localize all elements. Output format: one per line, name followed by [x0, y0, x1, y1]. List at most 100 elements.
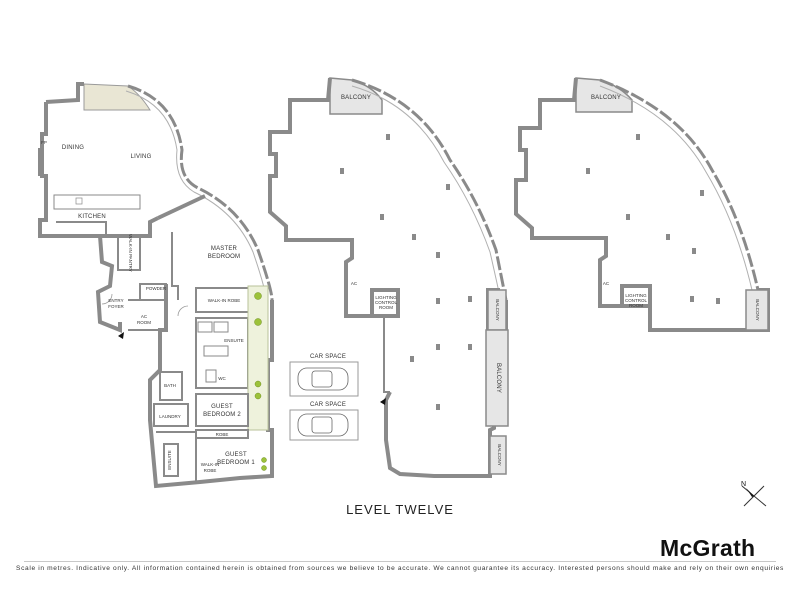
room-label-entry-foyer: FOYER — [108, 304, 124, 309]
room-label-master-bedroom: MASTER — [211, 246, 238, 252]
shell-curved-facade-inner — [599, 85, 753, 291]
structural-column — [468, 296, 472, 302]
label-lighting-control: LIGHTING — [375, 295, 397, 300]
structural-column — [436, 344, 440, 350]
room-label-robe: ROBE — [216, 432, 229, 437]
planter-icon — [254, 318, 262, 326]
planter-icon — [254, 292, 262, 300]
entry-arrow-icon — [118, 332, 124, 339]
laundry-outline — [153, 403, 189, 427]
room-label-guest-bedroom-2: GUEST — [211, 404, 233, 410]
north-compass-icon: N — [741, 481, 767, 507]
disclaimer-text: Scale in metres. Indicative only. All in… — [16, 565, 784, 572]
room-label-walk-in-robe: WALK-IN ROBE — [208, 298, 241, 303]
structural-column — [626, 214, 630, 220]
label-balcony-east-2: BALCONY — [495, 363, 501, 393]
shell-curved-facade-inner — [351, 85, 501, 299]
label-ac: AC — [351, 281, 358, 286]
guest-bedroom-1-wall — [156, 431, 197, 484]
structural-column — [446, 184, 450, 190]
bath-outline — [159, 371, 183, 401]
side-terrace — [247, 285, 269, 431]
planter-icon — [261, 457, 267, 463]
room-label-guest-bedroom-1: GUEST — [225, 452, 247, 458]
plan-shell-floor-a: BALCONY BALCONY BALCONY BALCONY AC LIGHT… — [268, 77, 509, 478]
plan-shell-floor-b: BALCONY BALCONY AC LIGHTING CONTROL ROOM — [514, 77, 770, 332]
structural-column — [410, 356, 414, 362]
planter-icon — [261, 465, 267, 471]
label-lighting-control: CONTROL — [375, 300, 397, 305]
shell-west-wall — [514, 77, 652, 308]
sink-icon — [75, 197, 83, 205]
structural-column — [586, 168, 590, 174]
label-car-space-2: CAR SPACE — [310, 402, 346, 408]
balcony-east — [745, 289, 769, 331]
room-label-walk-in-robe-2: WALK-IN — [201, 462, 220, 467]
bedroom-west-wall — [171, 232, 179, 300]
bedroom-angled-wall — [157, 194, 206, 220]
pantry-wall — [117, 236, 141, 271]
structural-column — [690, 296, 694, 302]
footer-divider — [24, 561, 776, 562]
kitchen-island — [53, 194, 141, 210]
shell-core-wall — [383, 316, 390, 393]
room-label-laundry: LAUNDRY — [159, 414, 180, 419]
level-title: LEVEL TWELVE — [346, 502, 454, 517]
curved-facade-inner — [125, 90, 267, 301]
entry-wall — [95, 235, 122, 333]
structural-column — [636, 134, 640, 140]
room-label-ensuite: ENSUITE — [224, 338, 244, 343]
car-space-2 — [289, 409, 359, 441]
structural-column — [716, 298, 720, 304]
balcony-east-3 — [489, 435, 507, 475]
room-label-dining: DINING — [62, 145, 84, 151]
exterior-wall-west — [38, 102, 159, 238]
structural-column — [436, 404, 440, 410]
room-label-powder: POWDER — [146, 286, 167, 291]
structural-column — [386, 134, 390, 140]
label-car-space-1: CAR SPACE — [310, 354, 346, 360]
label-balcony-top: BALCONY — [591, 95, 621, 101]
structural-column — [412, 234, 416, 240]
structural-column — [436, 298, 440, 304]
car-icon — [297, 367, 349, 391]
entry-door — [101, 293, 113, 305]
structural-column — [380, 214, 384, 220]
structural-column — [436, 252, 440, 258]
label-ac: AC — [603, 281, 610, 286]
shell-curved-facade — [599, 78, 760, 291]
room-label-master-bedroom: BEDROOM — [208, 254, 240, 260]
structural-column — [692, 248, 696, 254]
room-label-ac-room: AC — [141, 314, 148, 319]
label-fireplace: FP — [41, 140, 47, 145]
label-balcony-east-1: BALCONY — [495, 299, 500, 321]
planter-icon — [254, 392, 262, 400]
ac-room-wall — [128, 299, 167, 331]
room-label-kitchen: KITCHEN — [78, 214, 106, 220]
room-label-walk-in-pantry: WALK-IN PANTRY — [128, 234, 133, 272]
room-label-walk-in-robe-2: ROBE — [204, 468, 217, 473]
guest-bedroom-2-outline — [195, 393, 249, 427]
vanity-icon — [197, 321, 213, 333]
fireplace-wall — [38, 148, 44, 176]
structural-column — [340, 168, 344, 174]
room-label-bath: BATH — [164, 383, 176, 388]
curved-facade — [127, 84, 274, 301]
room-label-ac-room: ROOM — [137, 320, 151, 325]
car-space-1 — [289, 361, 359, 397]
structural-column — [666, 234, 670, 240]
room-label-wc: WC — [218, 376, 226, 381]
room-label-ensuite-2: ENSUITE — [167, 450, 172, 470]
shell-west-wall — [268, 77, 400, 318]
car-icon — [297, 413, 349, 437]
room-label-entry-foyer: ENTRY — [108, 298, 123, 303]
compass-north-label: N — [741, 481, 746, 488]
label-lighting-control: ROOM — [379, 305, 393, 310]
brand-logo: McGrath — [660, 535, 756, 561]
balcony-east-2 — [485, 329, 509, 427]
label-lighting-control: LIGHTING — [625, 293, 647, 298]
label-balcony-east: BALCONY — [755, 299, 760, 321]
shell-curved-facade — [351, 78, 508, 301]
